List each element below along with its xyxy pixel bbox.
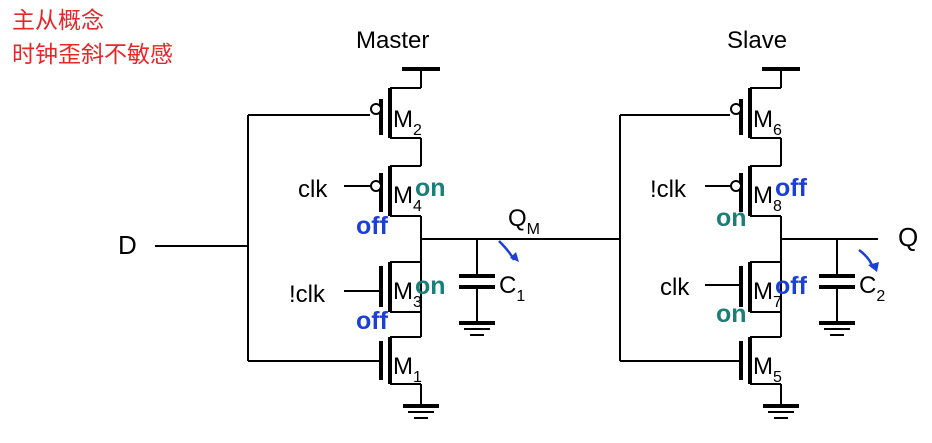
master-ground-symbol	[403, 404, 439, 419]
m6-label: M6	[753, 106, 782, 139]
m3-clk-label: !clk	[289, 281, 326, 308]
m5-label: M5	[753, 353, 782, 386]
transistor-m2	[248, 87, 421, 139]
m1-label: M1	[393, 353, 422, 386]
m7-clk-label: clk	[660, 274, 690, 301]
capacitor-c1	[459, 239, 495, 336]
m8-state-off: off	[775, 174, 808, 202]
transistor-m4	[344, 165, 421, 217]
m7-state-off: off	[775, 272, 808, 300]
m8-clk-label: !clk	[650, 176, 687, 203]
transistor-m3	[344, 262, 422, 313]
m3-state-off: off	[356, 307, 389, 335]
c1-label: C1	[499, 272, 525, 305]
output-q-label: Q	[898, 222, 918, 252]
c2-label: C2	[859, 272, 885, 305]
m4-clk-label: clk	[298, 176, 328, 203]
m8-state-on: on	[716, 204, 747, 232]
m3-state-on: on	[415, 272, 446, 300]
capacitor-c2	[819, 239, 855, 336]
note-master-slave-concept: 主从概念	[12, 8, 104, 34]
m7-label: M7	[753, 278, 782, 311]
input-d-label: D	[118, 230, 137, 260]
master-title: Master	[356, 27, 429, 54]
transistor-m5	[620, 336, 781, 385]
c2-charge-arrow	[858, 248, 879, 272]
transistor-m1	[248, 336, 421, 385]
qm-label: QM	[508, 205, 540, 238]
slave-ground-symbol	[763, 404, 799, 419]
transistor-m6	[620, 87, 781, 139]
m8-label: M8	[753, 182, 782, 215]
slave-title: Slave	[727, 27, 787, 54]
m2-label: M2	[393, 106, 422, 139]
m3-label: M3	[393, 278, 422, 311]
c1-charge-arrow	[498, 240, 519, 262]
m7-state-on: on	[716, 300, 747, 328]
m4-label: M4	[393, 182, 422, 215]
transistor-m8	[705, 165, 781, 217]
m4-state-off: off	[356, 212, 389, 240]
transistor-m7	[705, 262, 782, 313]
m4-state-on: on	[415, 174, 446, 202]
note-clock-skew-insensitive: 时钟歪斜不敏感	[12, 42, 173, 68]
